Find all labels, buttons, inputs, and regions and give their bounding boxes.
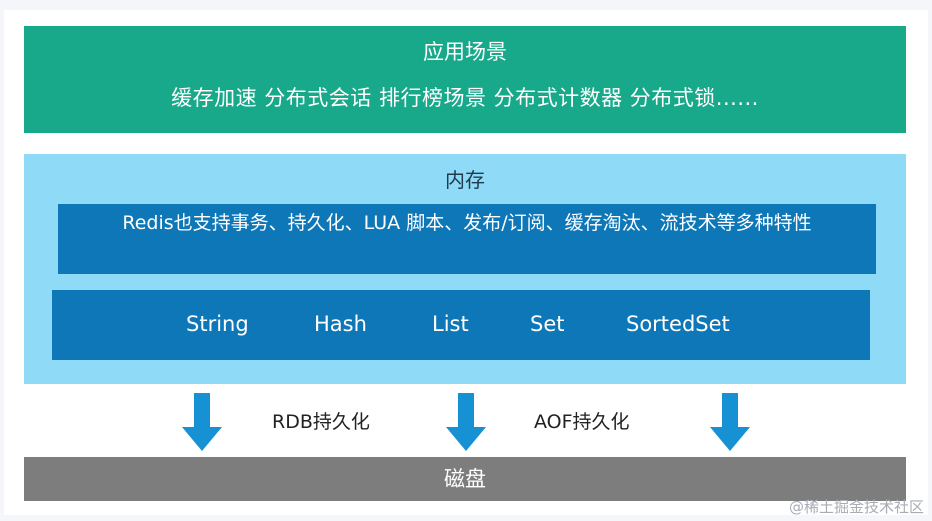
memory-layer-title: 内存 <box>445 168 485 192</box>
memory-layer: 内存 Redis也支持事务、持久化、LUA 脚本、发布/订阅、缓存淘汰、流技术等… <box>24 154 906 384</box>
application-scenarios: 缓存加速 分布式会话 排行榜场景 分布式计数器 分布式锁...... <box>171 86 759 110</box>
type-list: List <box>432 312 469 336</box>
disk-layer: 磁盘 <box>24 457 906 501</box>
architecture-diagram: 应用场景 缓存加速 分布式会话 排行榜场景 分布式计数器 分布式锁...... … <box>4 10 928 515</box>
down-arrow-icon <box>182 393 222 453</box>
data-types-box: String Hash List Set SortedSet <box>52 290 870 360</box>
type-sortedset: SortedSet <box>626 312 730 336</box>
features-box: Redis也支持事务、持久化、LUA 脚本、发布/订阅、缓存淘汰、流技术等多种特… <box>58 204 876 274</box>
type-set: Set <box>530 312 565 336</box>
aof-persistence-label: AOF持久化 <box>534 411 630 433</box>
down-arrow-icon <box>446 393 486 453</box>
application-layer: 应用场景 缓存加速 分布式会话 排行榜场景 分布式计数器 分布式锁...... <box>24 26 906 133</box>
rdb-persistence-label: RDB持久化 <box>272 411 370 433</box>
application-layer-title: 应用场景 <box>423 40 507 64</box>
watermark: @稀土掘金技术社区 <box>788 498 924 516</box>
down-arrow-icon <box>710 393 750 453</box>
type-hash: Hash <box>314 312 367 336</box>
type-string: String <box>186 312 249 336</box>
